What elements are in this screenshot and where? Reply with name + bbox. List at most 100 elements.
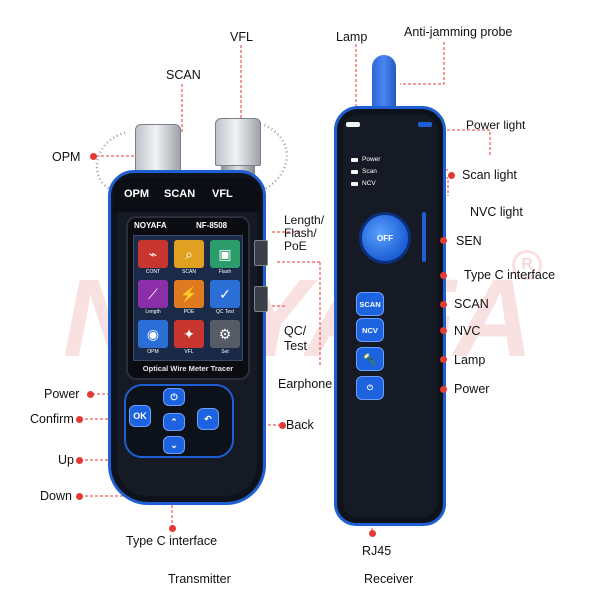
- callout-confirm: Confirm: [30, 412, 74, 426]
- down-key[interactable]: ⌄: [163, 436, 185, 454]
- callout-scan-light: Scan light: [462, 168, 517, 182]
- callout-sen: SEN: [456, 234, 482, 248]
- model-number: NF-8508: [196, 221, 228, 230]
- app-tile-flash[interactable]: ▣: [210, 240, 240, 268]
- app-label: Set: [221, 349, 229, 355]
- device-title: Optical Wire Meter Tracer: [142, 364, 234, 373]
- receiver-caption: Receiver: [364, 572, 414, 586]
- callout-earphone: Earphone: [278, 377, 333, 391]
- callout-dot-up: [76, 457, 83, 464]
- callout-qc-test: QC/ Test: [284, 324, 307, 353]
- scan-indicator-led: [351, 170, 358, 174]
- transmitter-caption: Transmitter: [168, 572, 231, 586]
- sensitivity-knob[interactable]: OFF: [359, 212, 411, 264]
- callout-up: Up: [58, 453, 74, 467]
- app-tile-length[interactable]: ⟋: [138, 280, 168, 308]
- callout-scan: SCAN: [166, 68, 201, 82]
- app-tile-vfl[interactable]: ✦: [174, 320, 204, 348]
- vfl-icon: ✦: [183, 325, 195, 342]
- callout-power: Power: [44, 387, 80, 401]
- indicator-scan-label: Scan: [362, 168, 377, 175]
- callout-dot-scan-light: [448, 172, 455, 179]
- vfl-connector: [215, 118, 261, 166]
- app-label: Length: [145, 309, 161, 315]
- rj45-port-upper: [254, 240, 268, 266]
- opm-icon: ◉: [146, 325, 160, 342]
- anti-jamming-probe: [372, 55, 396, 113]
- lamp-button[interactable]: 🔦: [356, 347, 384, 371]
- brand-logo: NOYAFA: [134, 221, 167, 230]
- gear-icon: ⚙: [218, 325, 232, 342]
- callout-scan-receiver: SCAN: [454, 297, 489, 311]
- callout-opm: OPM: [52, 150, 81, 164]
- app-tile-cont[interactable]: ⌁: [138, 240, 168, 268]
- callout-lamp-top: Lamp: [336, 30, 368, 44]
- power-key[interactable]: ⏻: [163, 388, 185, 406]
- poe-icon: ⚡: [180, 285, 198, 302]
- indicator-power-label: Power: [362, 156, 381, 163]
- app-tile-set[interactable]: ⚙: [210, 320, 240, 348]
- callout-dot-confirm: [76, 416, 83, 423]
- callout-vfl: VFL: [230, 30, 253, 44]
- callout-dot-power: [87, 391, 94, 398]
- callout-dot-power-receiver: [440, 386, 447, 393]
- port-icon: ▣: [218, 245, 232, 262]
- app-label: VFL: [184, 349, 194, 355]
- power-button[interactable]: ⏻: [356, 376, 384, 400]
- ncv-button[interactable]: NCV: [356, 318, 384, 342]
- back-key[interactable]: ↶: [197, 408, 219, 430]
- receiver-body: [334, 106, 446, 526]
- up-key[interactable]: ⌃: [163, 413, 185, 431]
- callout-dot-rj45: [369, 530, 376, 537]
- ncv-indicator-led: [351, 182, 358, 186]
- callout-dot-typec-receiver: [440, 272, 447, 279]
- callout-down: Down: [40, 489, 72, 503]
- indicator-ncv-label: NCV: [362, 180, 376, 187]
- callout-typec-receiver: Type C interface: [464, 268, 556, 282]
- power-led-slot: [418, 122, 432, 127]
- registered-mark: R: [512, 250, 542, 280]
- app-label: QC Test: [216, 309, 234, 315]
- magnifier-icon: ⌕: [185, 245, 193, 262]
- callout-dot-nvc: [440, 327, 447, 334]
- app-tile-qc-test[interactable]: ✓: [210, 280, 240, 308]
- app-label: OPM: [147, 349, 159, 355]
- callout-power-receiver: Power: [454, 382, 490, 396]
- callout-dot-back: [279, 422, 286, 429]
- app-tile-opm[interactable]: ◉: [138, 320, 168, 348]
- app-tile-poe[interactable]: ⚡: [174, 280, 204, 308]
- cable-icon: ⌁: [148, 245, 158, 262]
- callout-nvc: NVC: [454, 324, 481, 338]
- scan-button[interactable]: SCAN: [356, 292, 384, 316]
- scan-port-label: SCAN: [164, 188, 196, 200]
- side-grip-strip: [422, 212, 426, 262]
- qc-icon: ✓: [219, 285, 231, 302]
- callout-dot-down: [76, 493, 83, 500]
- callout-power-light: Power light: [466, 118, 526, 132]
- callout-lamp: Lamp: [454, 353, 486, 367]
- callout-dot-lamp: [440, 356, 447, 363]
- rj45-port-lower: [254, 286, 268, 312]
- lamp-led: [346, 122, 360, 127]
- callout-anti-jamming-probe: Anti-jamming probe: [404, 25, 513, 39]
- callout-nvc-light: NVC light: [470, 205, 523, 219]
- app-label: Flash: [218, 269, 232, 275]
- transmitter-top-panel: [114, 178, 260, 212]
- ruler-icon: ⟋: [148, 285, 158, 302]
- callout-length-flash-poe: Length/ Flash/ PoE: [284, 213, 325, 253]
- callout-dot-scan: [440, 301, 447, 308]
- callout-typec-transmitter: Type C interface: [126, 534, 218, 548]
- power-indicator-led: [351, 158, 358, 162]
- callout-dot-typec: [169, 525, 176, 532]
- app-tile-scan[interactable]: ⌕: [174, 240, 204, 268]
- callout-back: Back: [286, 418, 314, 432]
- callout-rj45: RJ45: [362, 544, 392, 558]
- callout-dot-sen: [440, 237, 447, 244]
- ok-key[interactable]: OK: [129, 405, 151, 427]
- flashlight-icon: 🔦: [363, 353, 377, 366]
- callout-dot-opm: [90, 153, 97, 160]
- opm-connector: [135, 124, 181, 172]
- opm-port-label: OPM: [124, 188, 150, 200]
- app-label: CONT: [145, 269, 161, 275]
